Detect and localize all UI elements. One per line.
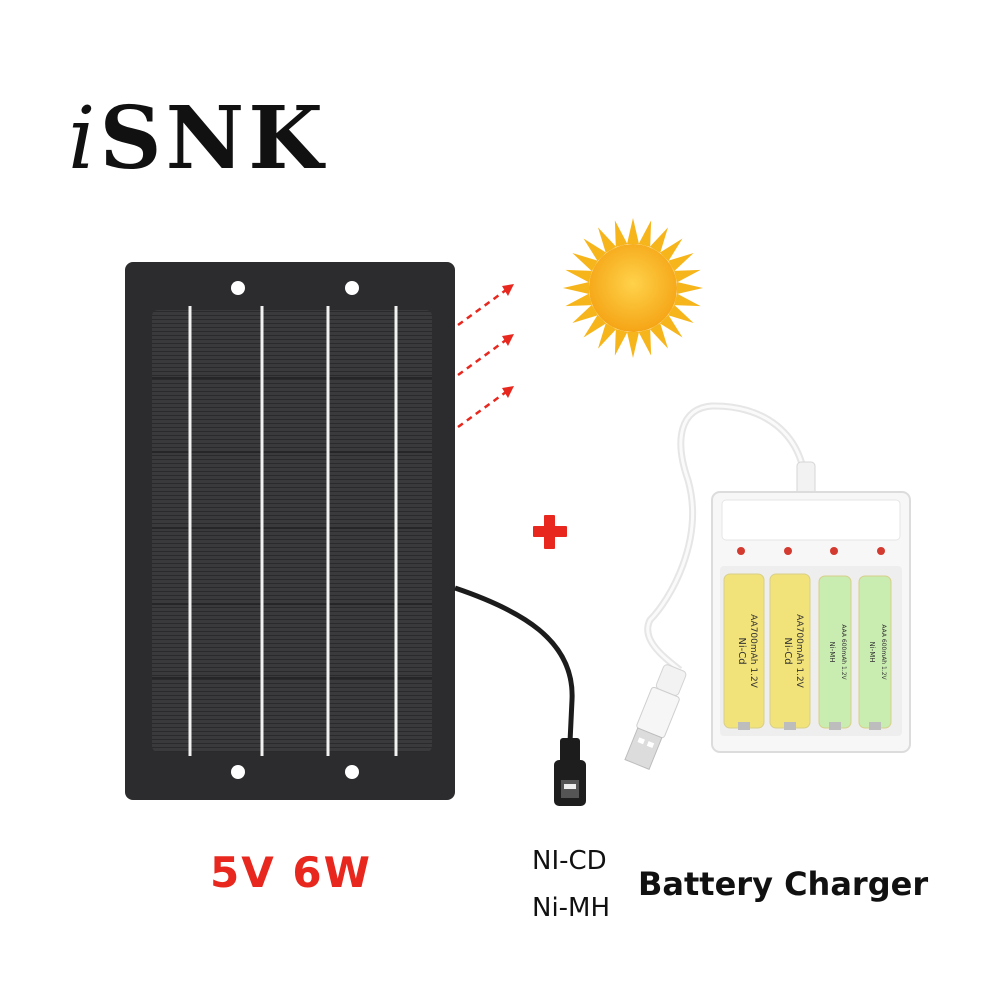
battery-chem-label: Ni-MH <box>868 641 876 662</box>
battery-type-2: Ni-MH <box>532 893 611 923</box>
battery-type-1: NI-CD <box>532 846 607 876</box>
battery: Ni-MH AAA 600mAh 1.2V <box>858 575 892 730</box>
sunlight-arrows <box>457 284 514 429</box>
sun-ray <box>598 227 617 253</box>
sun-ray <box>673 269 701 283</box>
battery-terminal <box>784 722 796 730</box>
sun-ray <box>673 293 701 307</box>
sun-ray <box>649 227 668 253</box>
sun-ray <box>614 328 628 356</box>
battery-terminal <box>869 722 881 730</box>
battery-chem-label: Ni-MH <box>828 641 836 662</box>
battery-terminal <box>829 722 841 730</box>
sun-ray <box>638 220 652 248</box>
sun-ray <box>659 238 683 262</box>
sun-ray <box>638 328 652 356</box>
usb-cable <box>454 585 586 806</box>
sun-ray <box>668 253 694 272</box>
plus-icon <box>533 515 567 549</box>
battery-chem-label: Ni-Cd <box>782 637 793 664</box>
battery-spec-label: AA700mAh 1.2V <box>748 614 758 689</box>
brand-logo-i: i <box>68 89 100 189</box>
charger-label: Battery Charger <box>638 865 929 903</box>
sun-icon <box>563 218 703 358</box>
sun-ray <box>598 323 617 349</box>
sun-ray <box>627 218 639 244</box>
battery-chem-label: Ni-Cd <box>736 637 747 664</box>
charger-cable <box>624 402 816 770</box>
battery-spec-label: AA700mAh 1.2V <box>794 614 804 689</box>
sun-ray <box>627 332 639 358</box>
solar-panel <box>125 262 455 800</box>
sun-ray <box>583 314 607 338</box>
brand-logo: iSNK <box>68 96 327 183</box>
sun-ray <box>649 323 668 349</box>
battery-terminal <box>738 722 750 730</box>
sun-ray <box>677 282 703 294</box>
battery-spec-label: AAA 600mAh 1.2V <box>880 624 887 680</box>
sun-ray <box>668 304 694 323</box>
sun-ray <box>565 269 593 283</box>
sun-ray <box>563 282 589 294</box>
sun-ray <box>583 238 607 262</box>
sun-ray <box>572 304 598 323</box>
sun-ray <box>614 220 628 248</box>
sun-ray <box>565 293 593 307</box>
battery: Ni-MH AAA 600mAh 1.2V <box>818 575 852 730</box>
battery-spec-label: AAA 600mAh 1.2V <box>840 624 847 680</box>
sun-ray <box>659 314 683 338</box>
panel-spec: 5V 6W <box>210 848 372 897</box>
sun-ray <box>572 253 598 272</box>
brand-logo-text: SNK <box>99 88 327 189</box>
